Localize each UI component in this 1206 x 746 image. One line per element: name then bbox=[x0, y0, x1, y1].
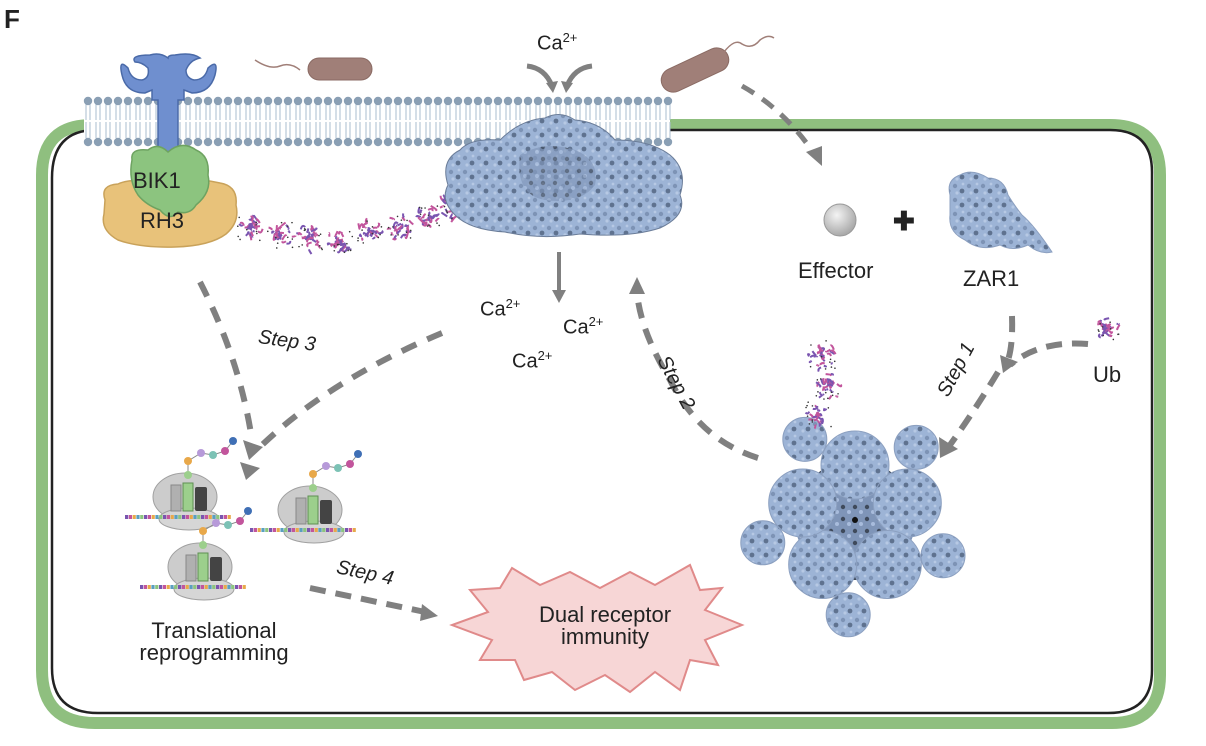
bacterium-icon bbox=[657, 36, 774, 96]
bacterium-icon bbox=[255, 58, 372, 80]
effector-label: Effector bbox=[798, 258, 873, 284]
calcium-influx-arrows bbox=[527, 66, 592, 93]
ca-ion-text: Ca bbox=[537, 33, 563, 55]
ca-charge-text: 2+ bbox=[538, 348, 553, 363]
zar1-label: ZAR1 bbox=[963, 266, 1019, 292]
calcium-label-2: Ca2+ bbox=[563, 314, 603, 340]
ca-ion-text: Ca bbox=[480, 299, 506, 321]
translational-reprogramming-label: Translational reprogramming bbox=[106, 620, 322, 664]
bik1-label: BIK1 bbox=[133, 168, 181, 194]
immunity-line2: immunity bbox=[500, 626, 710, 648]
calcium-label-extracellular: Ca2+ bbox=[537, 30, 577, 56]
ca-ion-text: Ca bbox=[512, 351, 538, 373]
ca-charge-text: 2+ bbox=[589, 314, 604, 329]
ub-label: Ub bbox=[1093, 362, 1121, 388]
calcium-label-3: Ca2+ bbox=[512, 348, 552, 374]
ca-charge-text: 2+ bbox=[506, 296, 521, 311]
translational-line1: Translational bbox=[106, 620, 322, 642]
plus-icon: ✚ bbox=[893, 206, 915, 237]
ca-ion-text: Ca bbox=[563, 317, 589, 339]
panel-label: F bbox=[4, 4, 20, 35]
dual-receptor-immunity-label: Dual receptor immunity bbox=[500, 604, 710, 648]
immunity-line1: Dual receptor bbox=[500, 604, 710, 626]
translational-line2: reprogramming bbox=[106, 642, 322, 664]
effector-icon bbox=[824, 204, 856, 236]
ca-charge-text: 2+ bbox=[563, 30, 578, 45]
rh3-label: RH3 bbox=[140, 208, 184, 234]
calcium-label-1: Ca2+ bbox=[480, 296, 520, 322]
